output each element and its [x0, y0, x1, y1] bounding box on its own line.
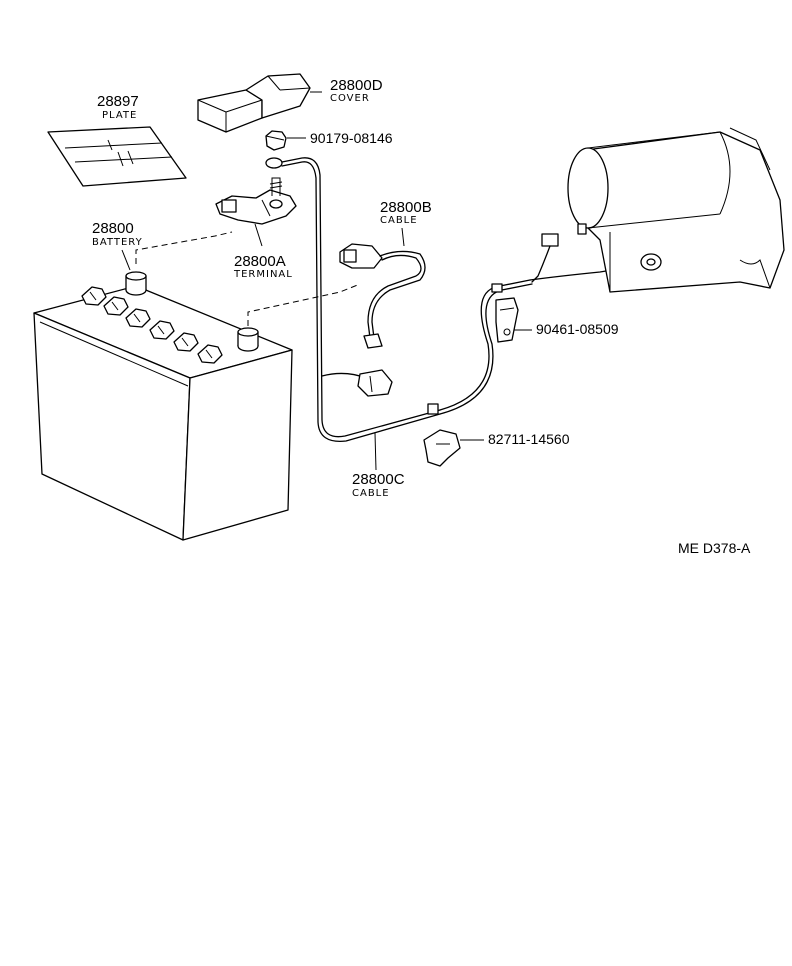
cable-b-number: 28800B [380, 199, 432, 216]
battery-name: BATTERY [92, 237, 143, 248]
plate-drawing [47, 126, 187, 187]
battery-label: 28800 BATTERY [92, 220, 143, 271]
nut-number: 90179-08146 [310, 130, 393, 146]
terminal-drawing [215, 177, 297, 247]
starter-motor-drawing [531, 127, 785, 293]
plate-label: 28897 PLATE [97, 93, 139, 121]
cable-b-label: 28800B CABLE [380, 199, 432, 226]
cable-c-label: 28800C CABLE [352, 471, 405, 499]
clamp-number: 82711-14560 [488, 431, 570, 447]
bracket-drawing [495, 297, 532, 343]
terminal-number: 28800A [234, 253, 286, 270]
terminal-label: 28800A TERMINAL [233, 253, 293, 280]
cable-b-drawing [339, 227, 426, 349]
cable-c-number: 28800C [352, 471, 405, 488]
cover-drawing [197, 73, 322, 133]
battery-number: 28800 [92, 220, 134, 237]
cable-c-name: CABLE [352, 488, 390, 499]
cover-label: 28800D COVER [330, 77, 383, 104]
bracket-number: 90461-08509 [536, 321, 619, 337]
plate-name: PLATE [102, 110, 137, 121]
diagram-code: ME D378-A [678, 540, 751, 556]
plate-number: 28897 [97, 93, 139, 110]
nut-drawing [265, 130, 306, 151]
clamp-drawing [423, 429, 484, 467]
battery-drawing [33, 271, 293, 541]
terminal-name: TERMINAL [233, 269, 293, 280]
cable-b-name: CABLE [380, 215, 418, 226]
cover-name: COVER [330, 93, 370, 104]
cover-number: 28800D [330, 77, 383, 94]
